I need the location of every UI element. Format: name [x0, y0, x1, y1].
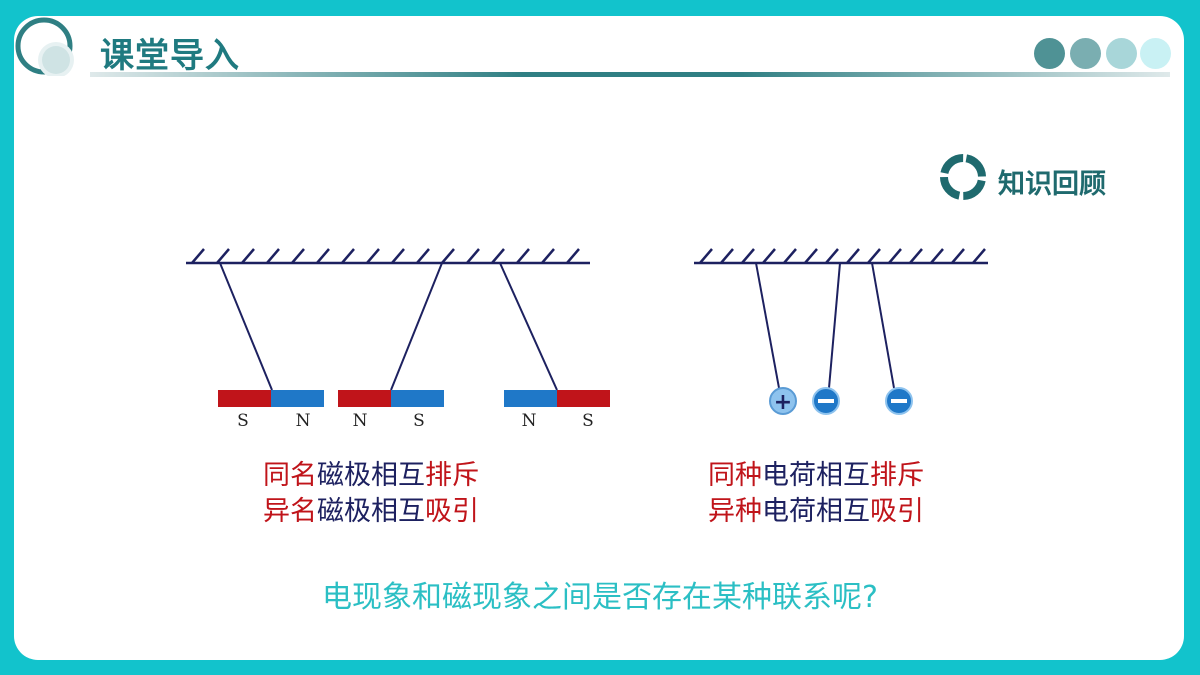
hatch-mark: [241, 248, 255, 264]
caption-red: 排斥: [870, 460, 924, 491]
hatch-mark: [888, 248, 902, 264]
hatch-mark: [951, 248, 965, 264]
magnet-3: [504, 390, 610, 407]
hatch-mark: [783, 248, 797, 264]
hatch-mark: [266, 248, 280, 264]
caption-red: 吸引: [425, 496, 479, 527]
hatch-mark: [972, 248, 986, 264]
hatch-mark: [441, 248, 455, 264]
caption-red: 吸引: [870, 496, 924, 527]
magnet-caption: 同名磁极相互排斥 异名磁极相互吸引: [263, 458, 479, 530]
pole-label: N: [296, 411, 311, 431]
hatch-mark: [491, 248, 505, 264]
magnet-strings: [219, 262, 558, 391]
review-label: 知识回顾: [998, 169, 1106, 200]
dot-2: [1070, 38, 1101, 69]
header-divider: [90, 72, 1170, 77]
hatch-mark: [391, 248, 405, 264]
magnet-caption-line-1: 同名磁极相互排斥: [263, 458, 479, 494]
pole-label: S: [237, 411, 249, 431]
hatch-mark: [825, 248, 839, 264]
charge-ceiling: [694, 248, 988, 265]
hatch-mark: [216, 248, 230, 264]
hatch-mark: [930, 248, 944, 264]
magnet-caption-line-2: 异名磁极相互吸引: [263, 494, 479, 530]
caption-red: 排斥: [425, 460, 479, 491]
negative-ball: [885, 387, 913, 415]
dot-3: [1106, 38, 1137, 69]
slide-canvas: [14, 16, 1184, 660]
hatch-mark: [804, 248, 818, 264]
positive-ball: +: [769, 387, 797, 415]
pole-label: S: [413, 411, 425, 431]
hatch-mark: [867, 248, 881, 264]
caption-navy: 电荷相互: [762, 460, 870, 491]
charge-strings: [755, 262, 895, 389]
hatch-mark: [762, 248, 776, 264]
hatch-mark: [541, 248, 555, 264]
hatch-mark: [909, 248, 923, 264]
refresh-ring-icon: [940, 154, 986, 200]
pole-label: N: [353, 411, 368, 431]
hatch-mark: [416, 248, 430, 264]
pole-label: N: [522, 411, 537, 431]
hatch-mark: [846, 248, 860, 264]
review-badge: 知识回顾: [936, 150, 1136, 206]
caption-red: 异名: [263, 496, 317, 527]
hatch-mark: [316, 248, 330, 264]
hatch-mark: [466, 248, 480, 264]
minus-icon: [891, 399, 907, 403]
dot-4: [1140, 38, 1171, 69]
hatch-mark: [191, 248, 205, 264]
charge-caption-line-2: 异种电荷相互吸引: [708, 494, 924, 530]
hatch-mark: [366, 248, 380, 264]
hatch-mark: [741, 248, 755, 264]
magnet-2: [338, 390, 444, 407]
question-text: 电现象和磁现象之间是否存在某种联系呢?: [322, 580, 878, 615]
charge-caption: 同种电荷相互排斥 异种电荷相互吸引: [708, 458, 924, 530]
hatch-mark: [720, 248, 734, 264]
page-title: 课堂导入: [100, 36, 240, 76]
caption-red: 同名: [263, 460, 317, 491]
header-dots: [1034, 38, 1174, 70]
dot-1: [1034, 38, 1065, 69]
pole-label: S: [582, 411, 594, 431]
caption-navy: 磁极相互: [317, 496, 425, 527]
caption-navy: 磁极相互: [317, 460, 425, 491]
charge-caption-line-1: 同种电荷相互排斥: [708, 458, 924, 494]
hatch-mark: [566, 248, 580, 264]
magnet-1: [218, 390, 324, 407]
hatch-mark: [291, 248, 305, 264]
magnet-ceiling: [186, 248, 590, 265]
hatch-mark: [699, 248, 713, 264]
caption-red: 异种: [708, 496, 762, 527]
negative-ball: [812, 387, 840, 415]
charge-sign: +: [774, 390, 792, 415]
hatch-mark: [341, 248, 355, 264]
minus-icon: [818, 399, 834, 403]
caption-navy: 电荷相互: [762, 496, 870, 527]
hatch-mark: [516, 248, 530, 264]
caption-red: 同种: [708, 460, 762, 491]
header-ring-icon: [15, 17, 74, 76]
